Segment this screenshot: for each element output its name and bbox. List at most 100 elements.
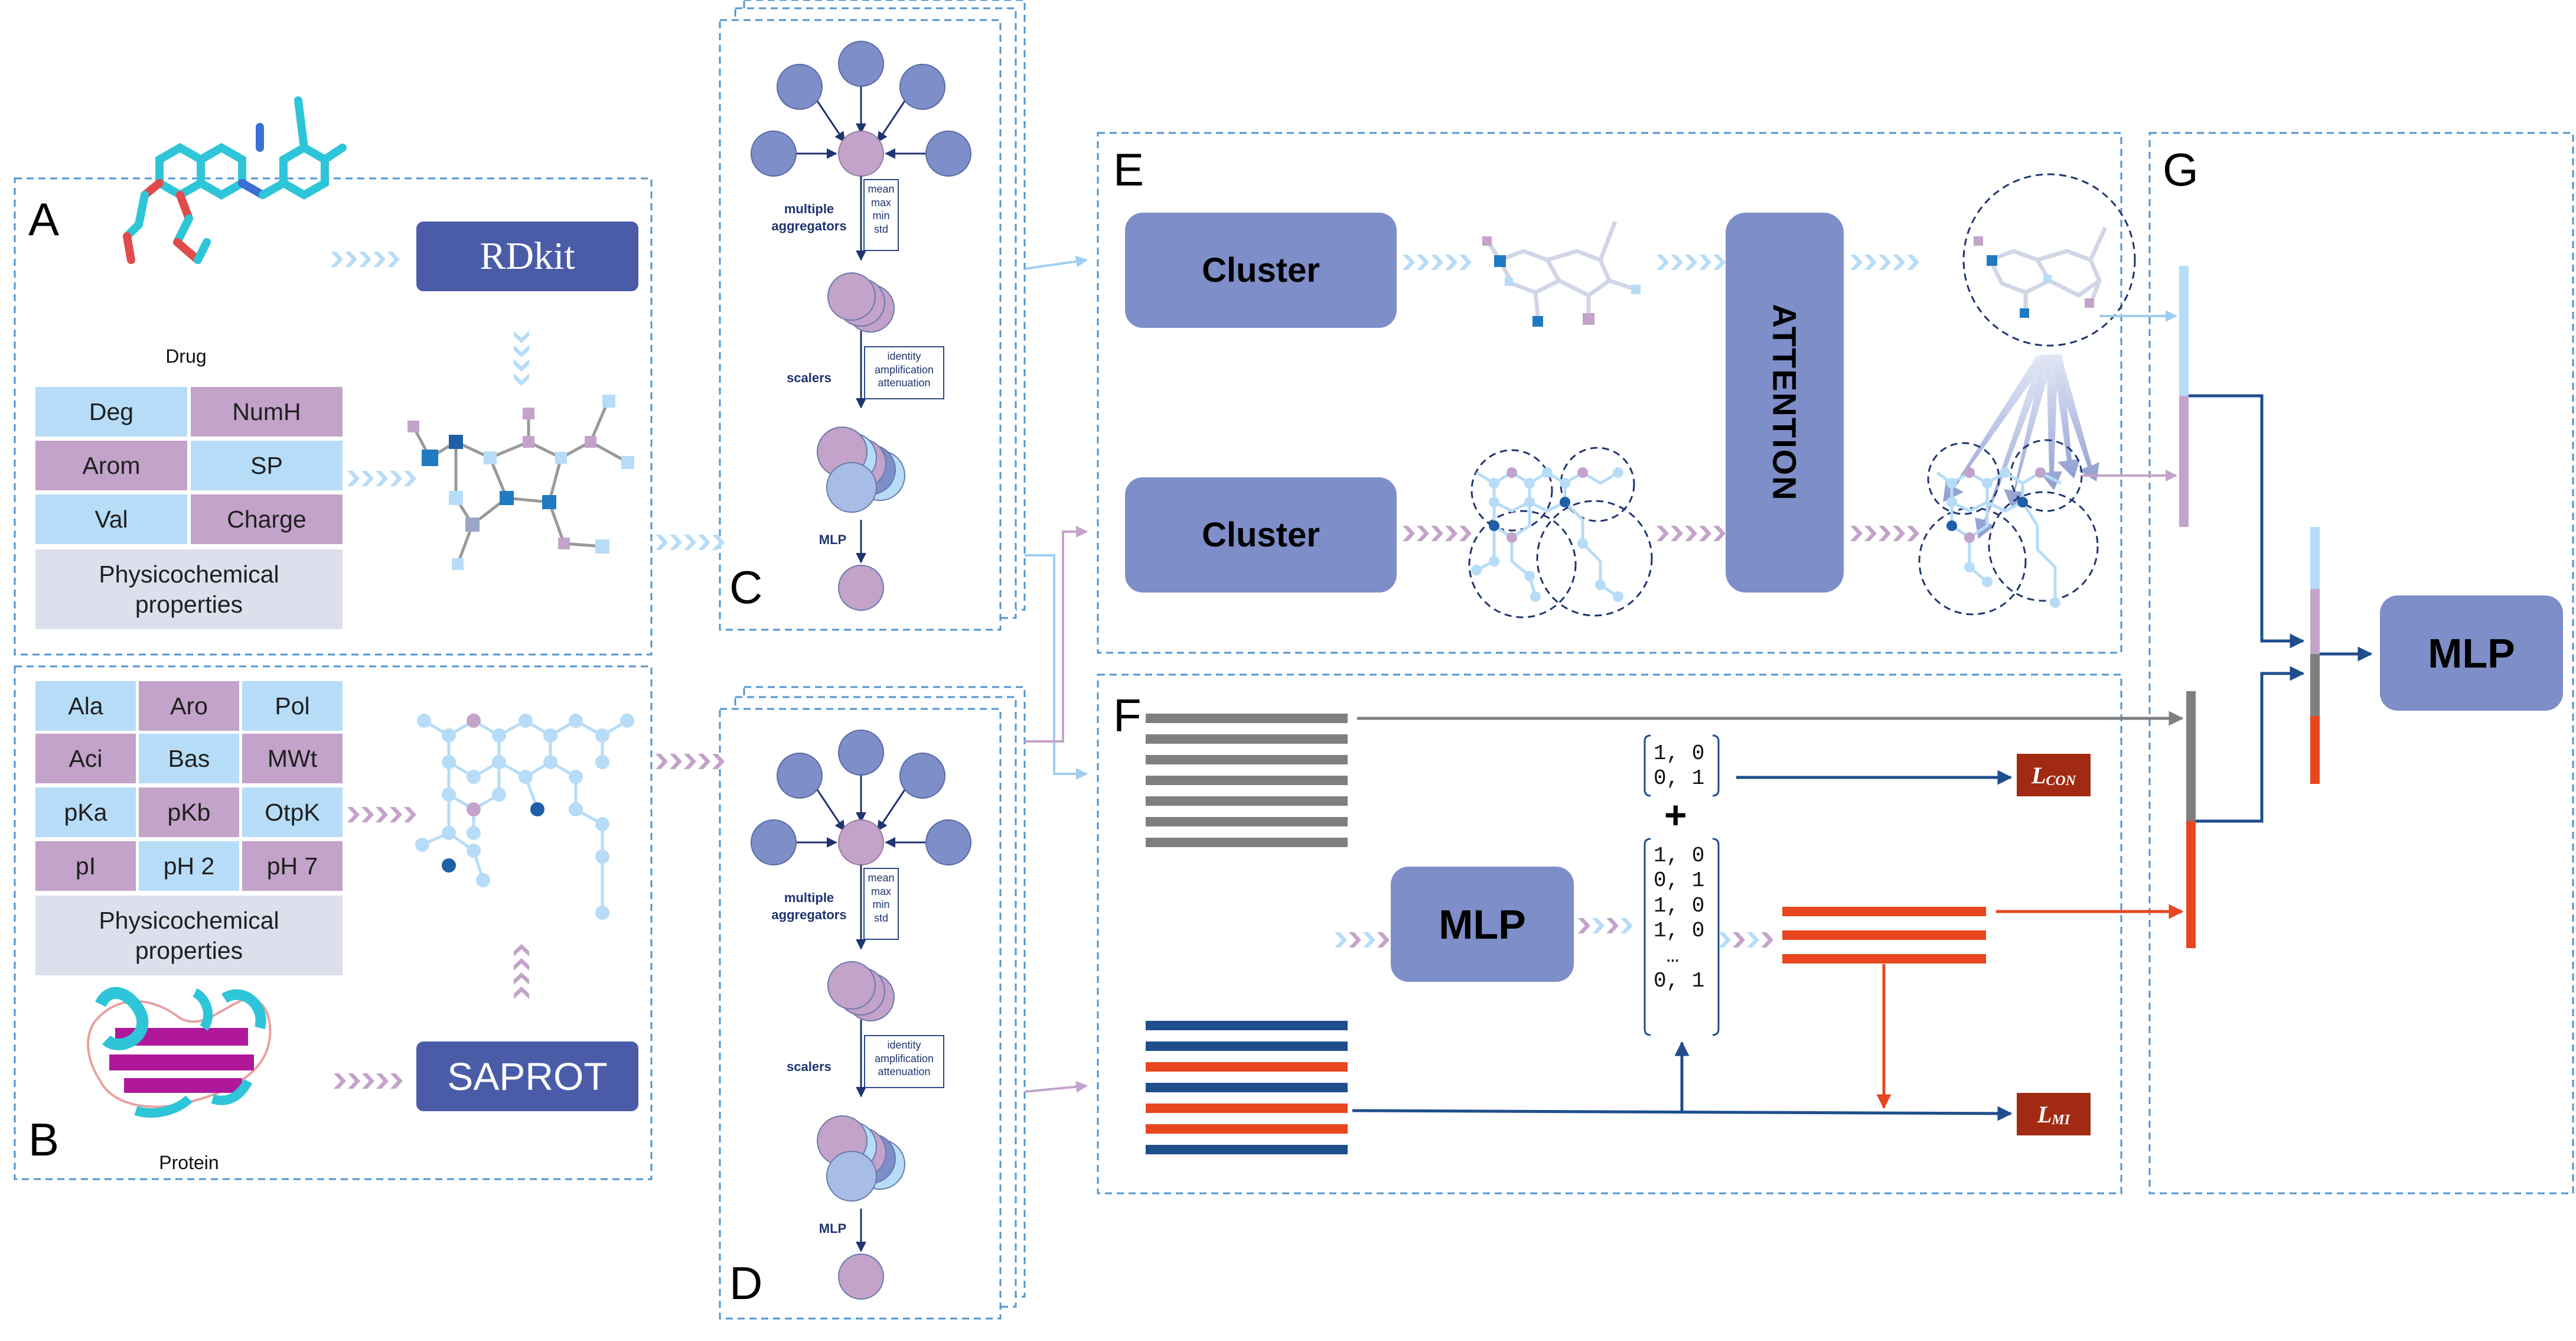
chevron-arrow-into-f-mlp xyxy=(1335,932,1390,948)
clustered-drug-graph-top xyxy=(1482,220,1641,327)
mixed-feature-bars xyxy=(1146,1021,1348,1154)
panel-label-b: B xyxy=(28,1114,60,1166)
panel-label-c: C xyxy=(729,561,763,613)
chevron-arrow-matrix-out xyxy=(1719,932,1773,948)
drug-physico-label: Physicochemical properties xyxy=(35,549,343,629)
chevron-arrow-attention-out-top xyxy=(1850,255,1919,270)
gnn-d-scalers-box: identity amplification attenuation xyxy=(864,1035,944,1088)
chevron-arrow-attention-out-bottom xyxy=(1850,526,1919,541)
chevron-arrow-a-to-c xyxy=(656,535,725,550)
drug-prop-sp: SP xyxy=(191,441,343,490)
protein-prop-ala: Ala xyxy=(35,681,136,731)
g-mlp-box: MLP xyxy=(2380,595,2563,711)
gnn-diagram-c xyxy=(751,41,971,611)
g-concat-bar-red xyxy=(2310,716,2320,784)
protein-caption: Protein xyxy=(159,1152,219,1173)
protein-prop-aci: Aci xyxy=(35,734,136,783)
saprot-box: SAPROT xyxy=(416,1041,638,1111)
gnn-c-scalers-label: scalers xyxy=(787,370,832,385)
f-mlp-box: MLP xyxy=(1391,867,1574,982)
panel-label-g: G xyxy=(2163,144,2199,196)
matrix-labels: 1, 0 0, 1 1, 0 1, 0 … 0, 1 xyxy=(1654,844,1705,994)
drug-caption: Drug xyxy=(165,346,207,367)
protein-graph xyxy=(415,714,634,920)
protein-prop-mwt: MWt xyxy=(242,734,343,783)
plus-sign: + xyxy=(1664,793,1687,837)
drug-graph xyxy=(407,395,634,570)
panel-label-d: D xyxy=(729,1257,763,1309)
gnn-diagram-d xyxy=(751,730,971,1300)
cluster-box-top: Cluster xyxy=(1125,213,1397,328)
g-drug-feature-bar xyxy=(2179,266,2189,396)
protein-physico-label: Physicochemical properties xyxy=(35,896,343,975)
panel-label-e: E xyxy=(1113,144,1144,196)
g-concat-bar-purple xyxy=(2310,589,2320,654)
drug-prop-deg: Deg xyxy=(35,387,187,437)
chevron-arrow-protein-props-to-graph xyxy=(347,807,416,822)
chevron-arrow-drug-to-rdkit xyxy=(331,252,400,267)
loss-mi-main: L xyxy=(2037,1101,2052,1128)
gnn-d-mlp-label: MLP xyxy=(819,1221,847,1236)
g-merge-arrows xyxy=(2189,394,2373,823)
attention-fan-arrows xyxy=(1943,354,2099,539)
cluster-box-bottom: Cluster xyxy=(1125,477,1397,593)
g-contrastive-bar xyxy=(2186,691,2196,821)
protein-structure-image xyxy=(87,987,272,1118)
chevron-arrow-protein-to-saprot xyxy=(334,1073,403,1089)
drug-prop-numh: NumH xyxy=(191,387,343,437)
loss-con-sub: CON xyxy=(2046,773,2076,789)
clustered-protein-graph-bottom xyxy=(1468,447,1653,619)
drug-prop-charge: Charge xyxy=(191,494,343,544)
gnn-d-scalers-label: scalers xyxy=(787,1059,832,1074)
panel-label-f: F xyxy=(1113,689,1142,741)
chevron-arrow-graph-to-attention-top xyxy=(1657,255,1726,270)
attention-box: ATTENTION xyxy=(1726,213,1844,593)
loss-mi-sub: MI xyxy=(2052,1112,2070,1128)
gnn-c-aggregators-box: mean max min std xyxy=(863,179,899,251)
attention-output-bottom xyxy=(1918,439,2099,616)
panel-a-border xyxy=(14,177,653,656)
g-concat-bar-blue xyxy=(2310,527,2320,589)
contrastive-feature-bars xyxy=(1146,714,1348,847)
protein-prop-pi: pI xyxy=(35,841,136,891)
panel-label-a: A xyxy=(28,193,60,245)
matrix-identity: 1, 0 0, 1 xyxy=(1654,741,1705,791)
gnn-c-scalers-box: identity amplification attenuation xyxy=(864,346,944,399)
matrix-brackets xyxy=(1644,734,1720,1036)
rdkit-box: RDkit xyxy=(416,222,638,291)
protein-prop-bas: Bas xyxy=(139,734,239,783)
panel-b-border xyxy=(14,665,653,1180)
loss-con-main: L xyxy=(2031,761,2046,789)
g-mi-bar xyxy=(2186,821,2196,948)
panel-f-border xyxy=(1097,673,2122,1194)
g-protein-feature-bar xyxy=(2179,396,2189,527)
g-concat-bar-grey xyxy=(2310,654,2320,716)
chevron-arrow-cluster-top xyxy=(1403,255,1472,270)
protein-prop-pkb: pKb xyxy=(139,787,239,837)
chevron-arrow-saprot-up xyxy=(514,944,529,999)
protein-prop-aro: Aro xyxy=(139,681,239,731)
protein-prop-ph7: pH 7 xyxy=(242,841,343,891)
drug-prop-val: Val xyxy=(35,494,187,544)
chevron-arrow-rdkit-down xyxy=(514,331,529,386)
gnn-d-aggregators-box: mean max min std xyxy=(863,868,899,940)
attention-label: ATTENTION xyxy=(1766,304,1804,502)
gnn-d-aggregators-label: multiple aggregators xyxy=(771,890,847,922)
attention-output-top xyxy=(1962,173,2136,347)
panel-e-border xyxy=(1097,132,2122,654)
gnn-c-aggregators-label: multiple aggregators xyxy=(771,201,847,233)
chevron-arrow-graph-to-attention-bottom xyxy=(1657,526,1726,541)
connector-lines xyxy=(1024,255,1088,1093)
mi-feature-bars xyxy=(1782,907,1986,964)
chevron-arrow-f-mlp-out xyxy=(1578,918,1633,933)
protein-prop-otpk: OtpK xyxy=(242,787,343,837)
gnn-c-mlp-label: MLP xyxy=(819,532,847,547)
chevron-arrow-cluster-bottom xyxy=(1403,526,1472,541)
chevron-arrow-props-to-graph xyxy=(347,471,416,486)
panel-g-border xyxy=(2148,132,2574,1194)
arrow-mixed-to-lmi xyxy=(1352,1106,2013,1121)
drug-molecule-image xyxy=(123,96,347,264)
